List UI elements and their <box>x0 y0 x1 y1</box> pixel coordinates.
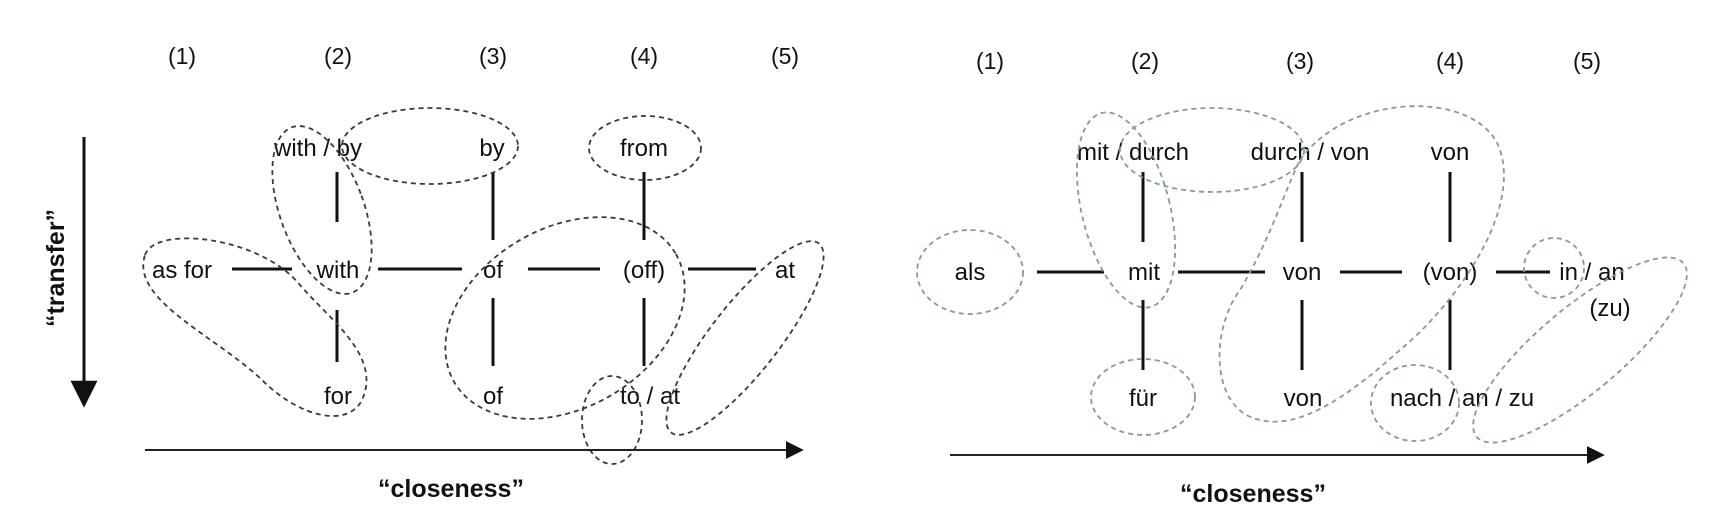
right-connectors <box>1037 172 1550 370</box>
left-word-off: (off) <box>623 257 665 284</box>
right-groupings <box>916 105 1688 444</box>
right-group-fuer <box>1090 358 1196 436</box>
left-y-axis-label: “transfer” <box>42 209 70 327</box>
left-column-3: (3) <box>479 43 507 69</box>
right-column-1: (1) <box>976 48 1004 74</box>
right-word-durch-von: durch / von <box>1251 139 1370 166</box>
right-x-axis-label: “closeness” <box>1180 480 1326 508</box>
left-word-as-for: as for <box>152 257 212 284</box>
left-group-of-off <box>444 216 686 420</box>
left-word-of-middle: of <box>483 257 503 284</box>
left-word-with-by: with / by <box>273 135 362 162</box>
right-column-3: (3) <box>1286 48 1314 74</box>
english-panel: (1) (2) (3) (4) (5) with / by by from as… <box>42 43 825 503</box>
left-group-to <box>581 375 643 465</box>
left-group-by-by <box>341 107 519 185</box>
left-group-at <box>665 240 825 436</box>
right-group-in-an <box>1523 237 1585 299</box>
left-word-with: with <box>316 257 360 284</box>
right-word-von-top: von <box>1431 139 1470 166</box>
left-word-by: by <box>479 135 504 162</box>
right-group-durch-durch <box>1119 107 1305 193</box>
german-panel: (1) (2) (3) (4) (5) mit / durch durch / … <box>916 48 1688 508</box>
right-word-in-an: in / an <box>1559 259 1624 286</box>
right-word-von-middle: von <box>1283 259 1322 286</box>
left-column-4: (4) <box>630 43 658 69</box>
right-column-5: (5) <box>1573 48 1601 74</box>
right-column-2: (2) <box>1131 48 1159 74</box>
right-group-als <box>916 229 1024 315</box>
right-column-4: (4) <box>1436 48 1464 74</box>
left-x-axis-label: “closeness” <box>378 475 524 503</box>
left-column-1: (1) <box>168 43 196 69</box>
left-word-at: at <box>775 257 795 284</box>
right-word-mit: mit <box>1128 259 1160 286</box>
left-word-for: for <box>324 383 352 410</box>
left-column-2: (2) <box>324 43 352 69</box>
right-group-an-zu <box>1472 256 1688 444</box>
right-word-zu: (zu) <box>1589 295 1630 322</box>
left-group-from <box>588 115 702 181</box>
right-group-nach <box>1370 364 1460 442</box>
right-group-von-chain <box>1218 105 1505 423</box>
right-word-von-bottom: von <box>1284 385 1323 412</box>
right-group-mit-durch-mit <box>1076 111 1176 309</box>
right-word-mit-durch: mit / durch <box>1077 139 1189 166</box>
left-word-from: from <box>620 135 668 162</box>
left-group-with-by-with <box>271 125 373 295</box>
left-word-to-at: to / at <box>620 383 680 410</box>
left-column-5: (5) <box>771 43 799 69</box>
left-word-of-bottom: of <box>483 383 503 410</box>
left-groupings <box>142 107 825 465</box>
left-connectors <box>232 172 756 366</box>
right-word-fuer: für <box>1129 385 1157 412</box>
right-word-nach-an-zu: nach / an / zu <box>1390 385 1534 412</box>
right-word-als: als <box>955 259 986 286</box>
left-group-as-for-for <box>142 237 368 417</box>
